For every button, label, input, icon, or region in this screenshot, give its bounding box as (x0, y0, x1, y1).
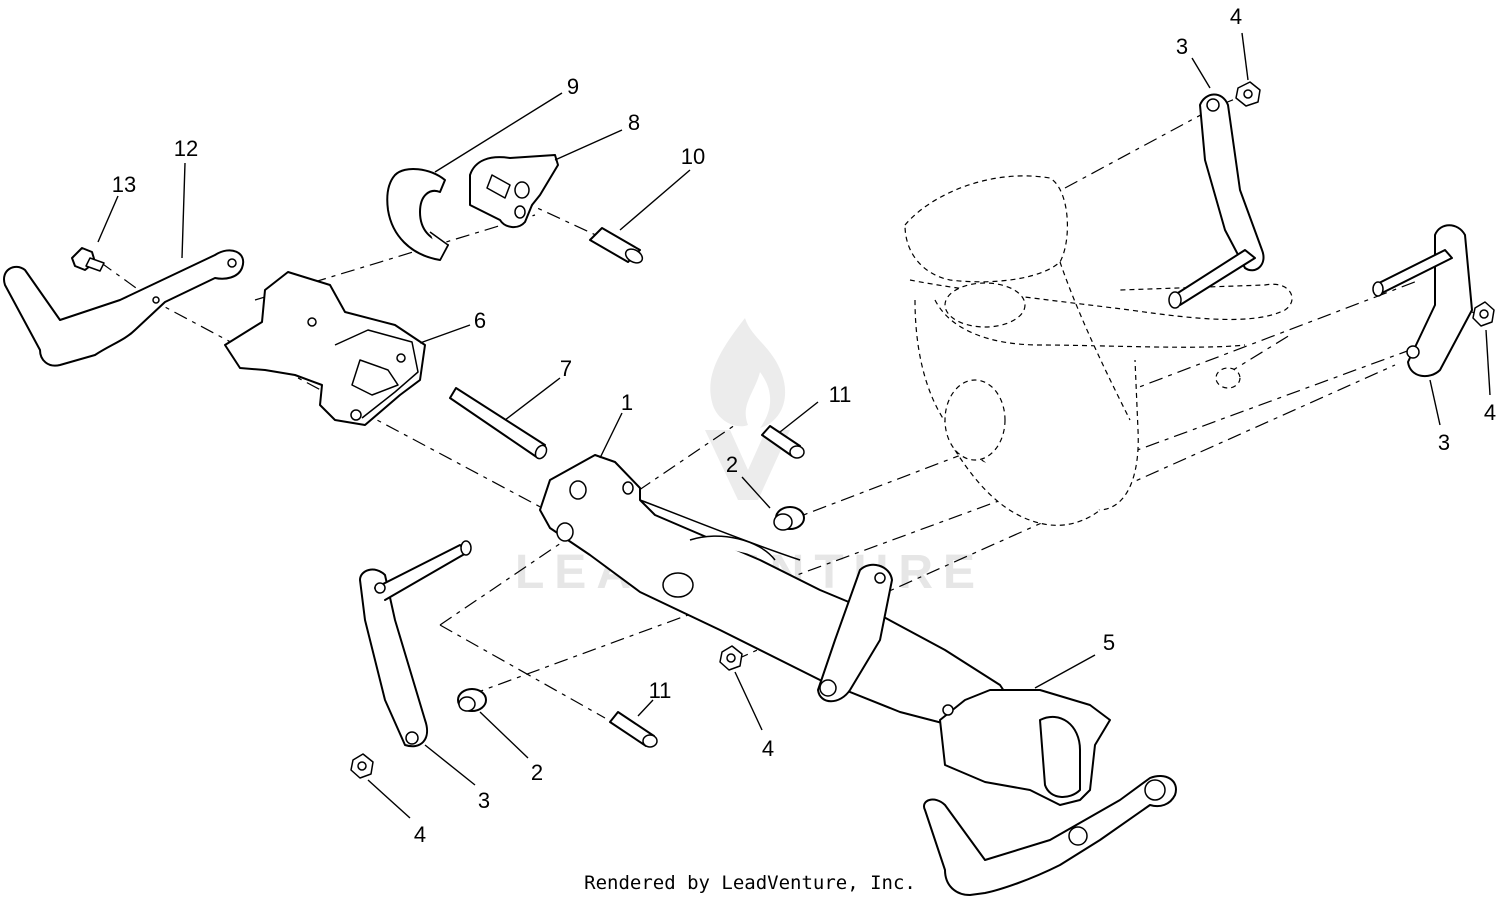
bushing-2-lower (457, 688, 487, 712)
nut-4-center (719, 645, 743, 671)
callout-4: 4 (762, 736, 774, 761)
callout-12: 12 (174, 136, 198, 161)
bumper-cushion (386, 168, 449, 261)
leader-lines (97, 32, 1491, 819)
callout-3: 3 (1438, 430, 1450, 455)
arm-3-far-right (1372, 224, 1473, 378)
callout-3: 3 (478, 788, 490, 813)
callout-11: 11 (829, 382, 852, 407)
callout-3: 3 (1176, 34, 1188, 59)
rendered-by-credit: Rendered by LeadVenture, Inc. (584, 872, 916, 894)
cap-screw-11-lower (609, 711, 658, 748)
callout-8: 8 (628, 110, 640, 135)
pivot-block (224, 271, 426, 426)
callout-13: 13 (112, 172, 136, 197)
cap-screw-11-upper (761, 425, 805, 459)
callout-9: 9 (567, 74, 579, 99)
bushing-2-upper (773, 506, 805, 531)
callout-7: 7 (560, 356, 572, 381)
pin-7 (449, 387, 548, 460)
callout-2: 2 (726, 452, 738, 477)
callout-10: 10 (681, 144, 705, 169)
callout-4: 4 (414, 822, 426, 847)
steering-lever-right (923, 689, 1177, 896)
watermark-v-icon (705, 430, 790, 500)
callout-4: 4 (1230, 4, 1242, 29)
nut-4-right (1472, 301, 1495, 327)
callout-4: 4 (1484, 400, 1496, 425)
nut-4-lower-left (350, 753, 374, 779)
pin-10 (589, 227, 644, 264)
callout-6: 6 (474, 308, 486, 333)
callout-11: 11 (649, 678, 672, 703)
bracket-8 (469, 154, 559, 228)
bolt-13 (71, 247, 105, 272)
callout-2: 2 (531, 760, 543, 785)
arm-front-right (817, 563, 893, 703)
arm-3-upper-right (1168, 93, 1265, 309)
callout-5: 5 (1103, 630, 1115, 655)
callout-1: 1 (621, 390, 633, 415)
arm-3-lower-left (359, 540, 472, 748)
nut-4-top (1235, 81, 1261, 107)
watermark-flame-icon (710, 318, 786, 428)
callouts: 1 2 2 3 3 3 4 4 4 4 5 6 7 8 9 10 11 11 1… (112, 4, 1496, 847)
steering-lever-left (3, 249, 245, 367)
